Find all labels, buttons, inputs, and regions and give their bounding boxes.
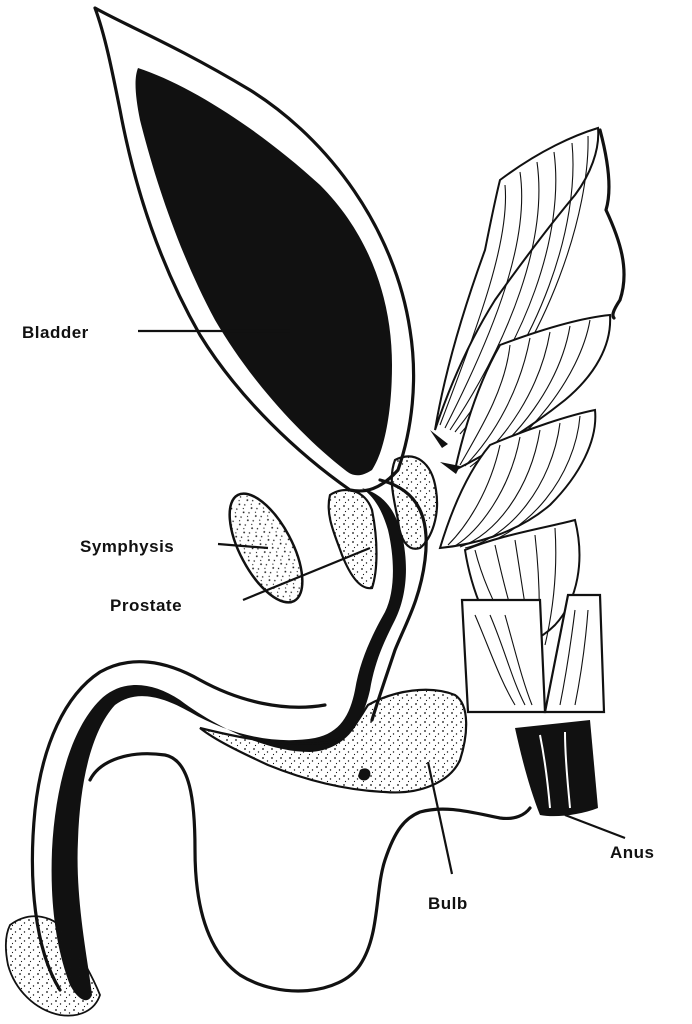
bulb-shape — [199, 688, 468, 794]
anal-sphincter — [460, 518, 606, 817]
bulb-leader — [426, 761, 454, 875]
prostate-leader — [242, 546, 371, 602]
prostate-label: Prostate — [110, 596, 182, 615]
bladder-label: Bladder — [22, 323, 89, 342]
pelvic-muscle-fans — [430, 126, 626, 550]
symphysis-leader — [217, 542, 269, 550]
bulb-label: Bulb — [428, 894, 468, 913]
symphysis-label: Symphysis — [80, 537, 174, 556]
anus-label: Anus — [610, 843, 655, 862]
glans-shape — [5, 915, 101, 1017]
anus-leader — [564, 813, 626, 840]
prostate-shape — [327, 455, 439, 590]
bladder-shape — [93, 6, 416, 493]
perineum-contour — [88, 752, 532, 993]
